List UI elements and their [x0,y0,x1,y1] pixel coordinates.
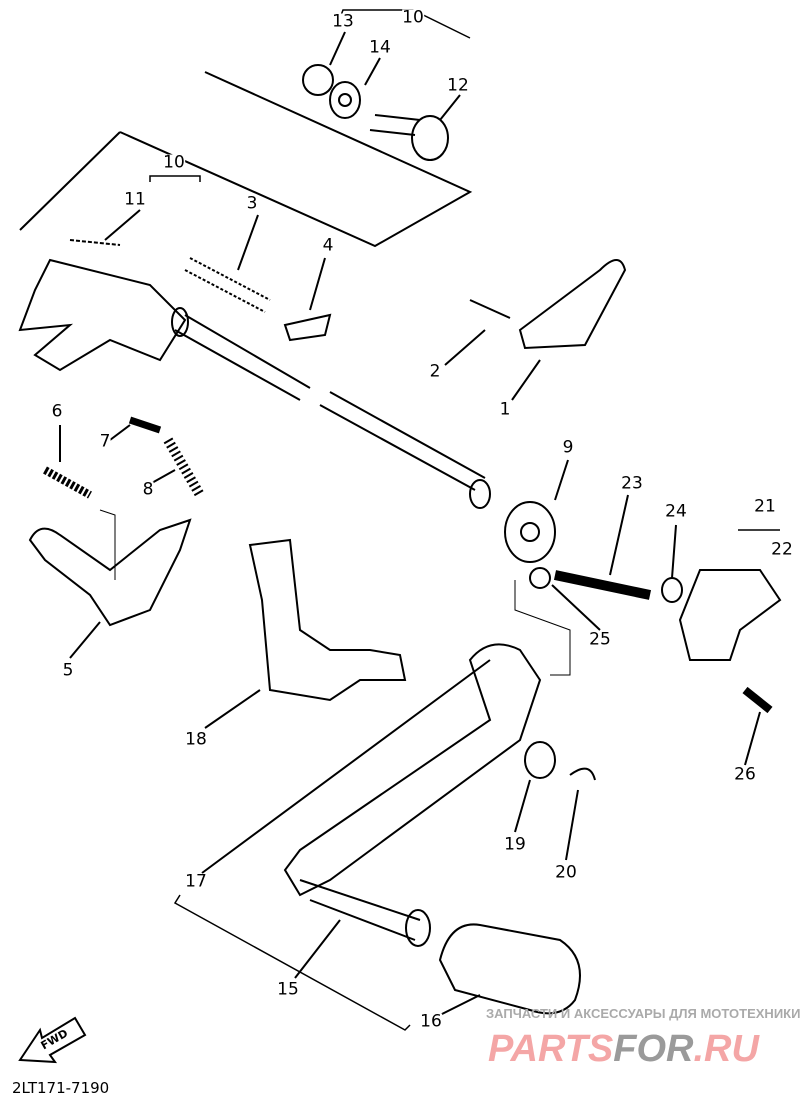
callout-15: 15 [277,979,299,1000]
callout-9: 9 [562,437,574,458]
watermark-logo: PARTSFOR.RU [488,1030,759,1068]
callout-14: 14 [369,37,391,58]
callout-22: 22 [771,539,793,560]
callout-11: 11 [124,189,146,210]
callout-7: 7 [99,431,111,452]
callout-24: 24 [665,501,687,522]
callout-10: 10 [163,152,185,173]
callout-23: 23 [621,473,643,494]
callout-5: 5 [62,660,74,681]
callout-20: 20 [555,862,577,883]
callout-18: 18 [185,729,207,750]
callout-1: 1 [499,399,511,420]
watermark-part1: PARTS [488,1028,614,1070]
diagram-code: 2LT171-7190 [12,1079,110,1097]
callout-8: 8 [142,479,154,500]
callout-25: 25 [589,629,611,650]
callout-3: 3 [246,193,258,214]
callout-21: 21 [754,496,776,517]
callout-12: 12 [447,75,469,96]
watermark-part3: .RU [693,1028,759,1070]
callout-2: 2 [429,361,441,382]
callout-16: 16 [420,1011,442,1032]
callout-10: 10 [402,7,424,28]
watermark-tagline: ЗАПЧАСТИ И АКСЕССУАРЫ ДЛЯ МОТОТЕХНИКИ [486,1006,800,1021]
callout-13: 13 [332,11,354,32]
callout-19: 19 [504,834,526,855]
callout-17: 17 [185,871,207,892]
callout-26: 26 [734,764,756,785]
callout-6: 6 [51,401,63,422]
watermark-part2: FOR [613,1028,694,1070]
callout-4: 4 [322,235,334,256]
